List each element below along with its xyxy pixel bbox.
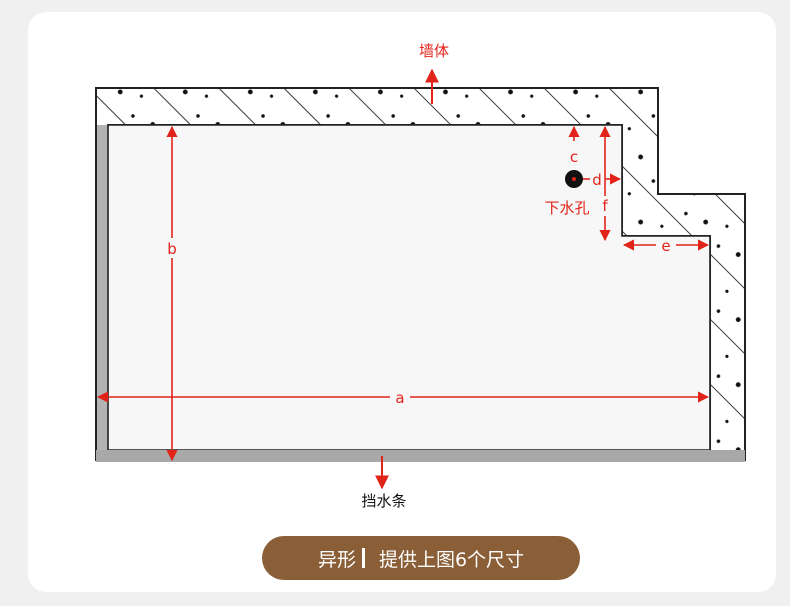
shower-floor <box>107 124 711 451</box>
footer-pill: 异形 提供上图6个尺寸 <box>262 536 580 580</box>
dim-d-label: d <box>592 171 602 189</box>
left-shade <box>97 125 108 460</box>
strip-label: 挡水条 <box>361 492 406 510</box>
dim-f-label: f <box>602 197 608 215</box>
footer-separator <box>361 548 365 568</box>
dim-a-label: a <box>395 389 404 407</box>
footer-right-text: 提供上图6个尺寸 <box>378 548 525 571</box>
water-stop-strip <box>96 450 745 462</box>
dim-b-label: b <box>167 240 177 258</box>
drain-label: 下水孔 <box>544 199 589 217</box>
drain-hole-center <box>572 177 576 181</box>
dim-e-label: e <box>661 237 670 255</box>
footer-left-text: 异形 <box>317 548 356 571</box>
wall-label: 墙体 <box>419 42 449 60</box>
dim-c-label: c <box>570 148 578 166</box>
